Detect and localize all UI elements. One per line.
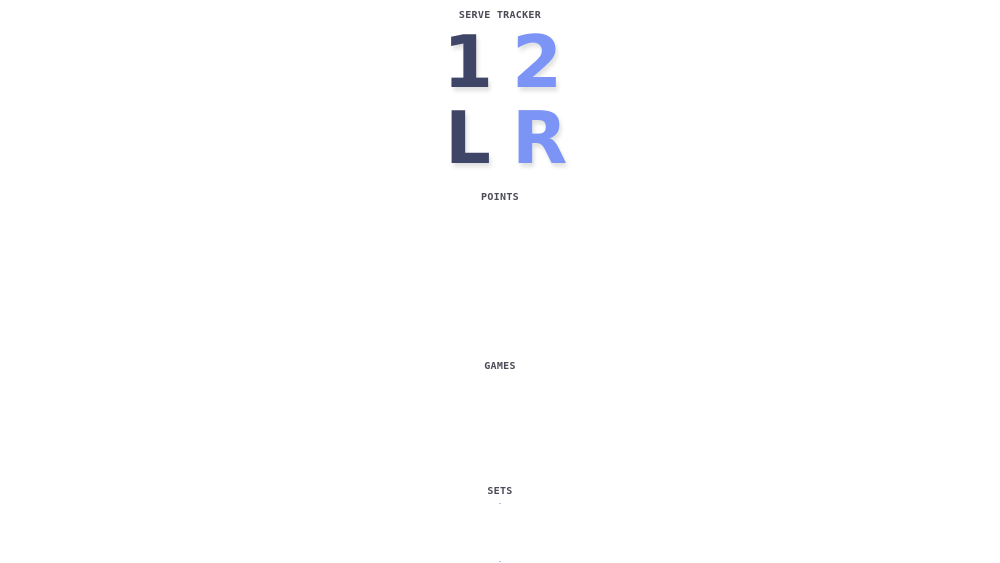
sets-divider	[499, 503, 501, 504]
player1-side: L	[445, 96, 491, 180]
player2-server-number: 2	[512, 20, 563, 104]
points-heading: POINTS	[481, 192, 519, 203]
page-title: SERVE TRACKER	[458, 10, 542, 21]
sets-divider-bottom	[499, 561, 501, 562]
games-heading: GAMES	[484, 361, 516, 372]
sets-heading: SETS	[487, 486, 513, 497]
player1-server-number: 1	[443, 20, 494, 104]
player2-side: R	[512, 96, 568, 180]
